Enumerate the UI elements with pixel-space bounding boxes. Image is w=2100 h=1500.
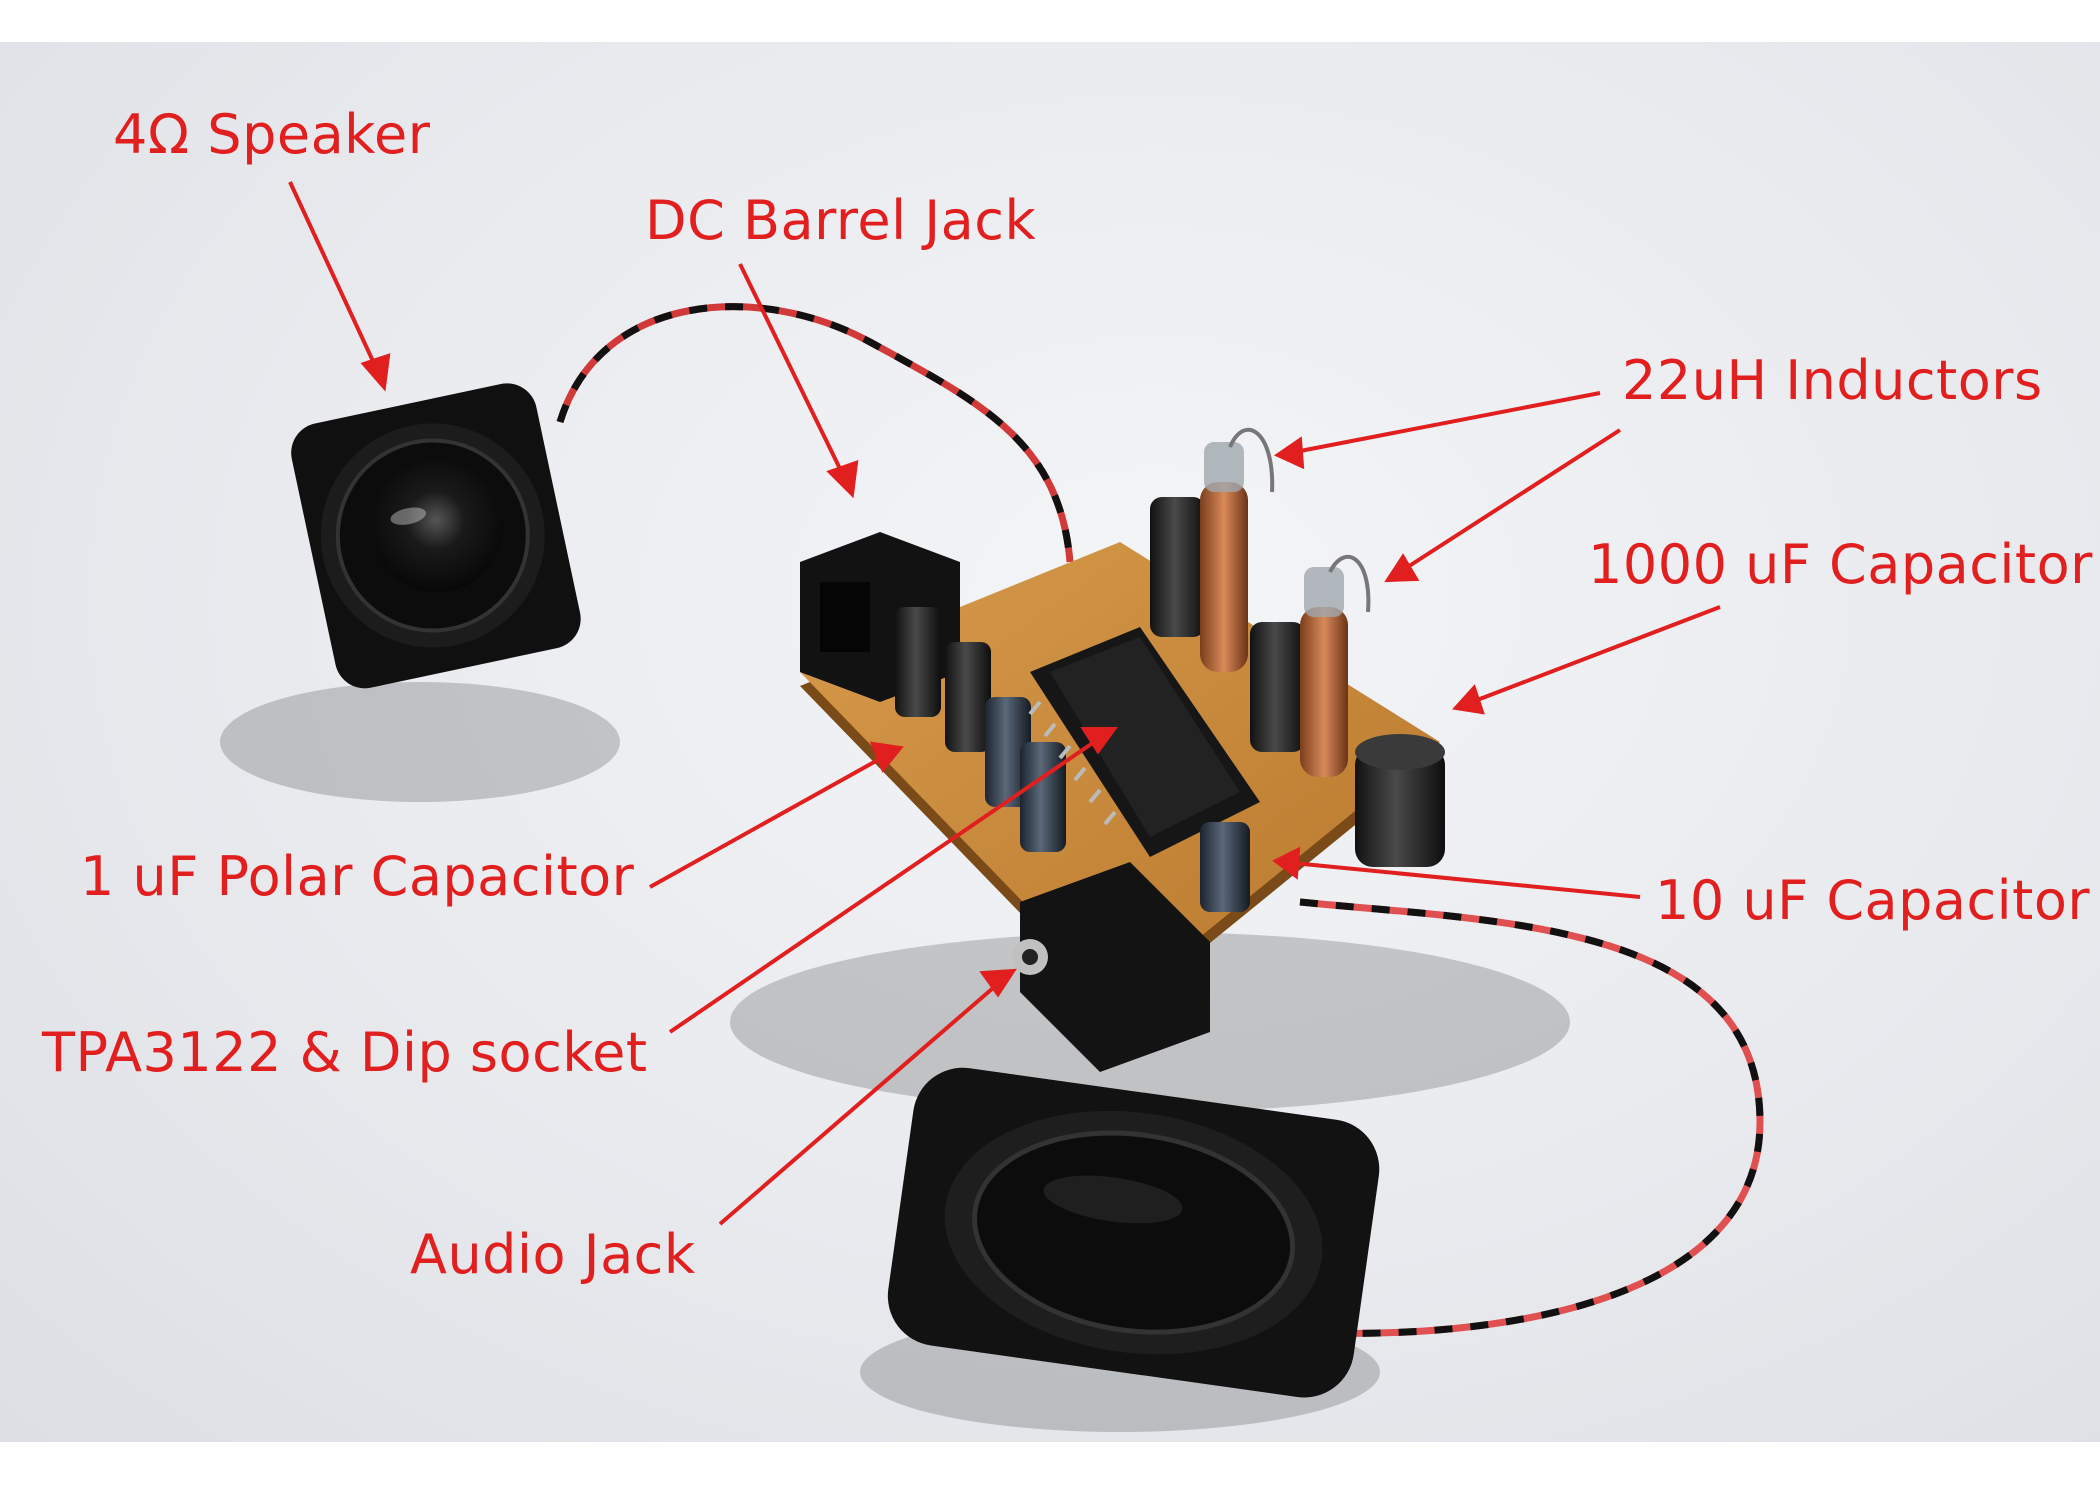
speaker-bottom [887, 1067, 1380, 1398]
label-speaker: 4Ω Speaker [113, 103, 431, 166]
speaker-top [291, 383, 581, 689]
label-dc-barrel-jack: DC Barrel Jack [645, 189, 1037, 252]
polar-capacitors [895, 607, 1066, 852]
inductors [1200, 427, 1371, 777]
label-polar-capacitor: 1 uF Polar Capacitor [80, 845, 635, 908]
black-capacitors [1150, 497, 1305, 752]
label-inductors: 22uH Inductors [1622, 349, 2043, 412]
audio-jack [1012, 862, 1210, 1072]
capacitor-1000uf [1355, 734, 1445, 867]
label-audio-jack: Audio Jack [410, 1223, 696, 1286]
tpa3122-ic [1028, 627, 1260, 857]
speaker-wire-bottom [1289, 898, 1764, 1337]
annotation-arrows [288, 181, 1721, 1226]
label-tpa3122: TPA3122 & Dip socket [42, 1021, 648, 1084]
amplifier-photo: 4Ω Speaker DC Barrel Jack 22uH Inductors… [0, 42, 2100, 1442]
speaker-wire-top [556, 303, 1074, 563]
label-capacitor-1000uf: 1000 uF Capacitor [1588, 533, 2093, 596]
label-capacitor-10uf: 10 uF Capacitor [1655, 869, 2091, 932]
capacitor-10uf [1200, 822, 1250, 912]
